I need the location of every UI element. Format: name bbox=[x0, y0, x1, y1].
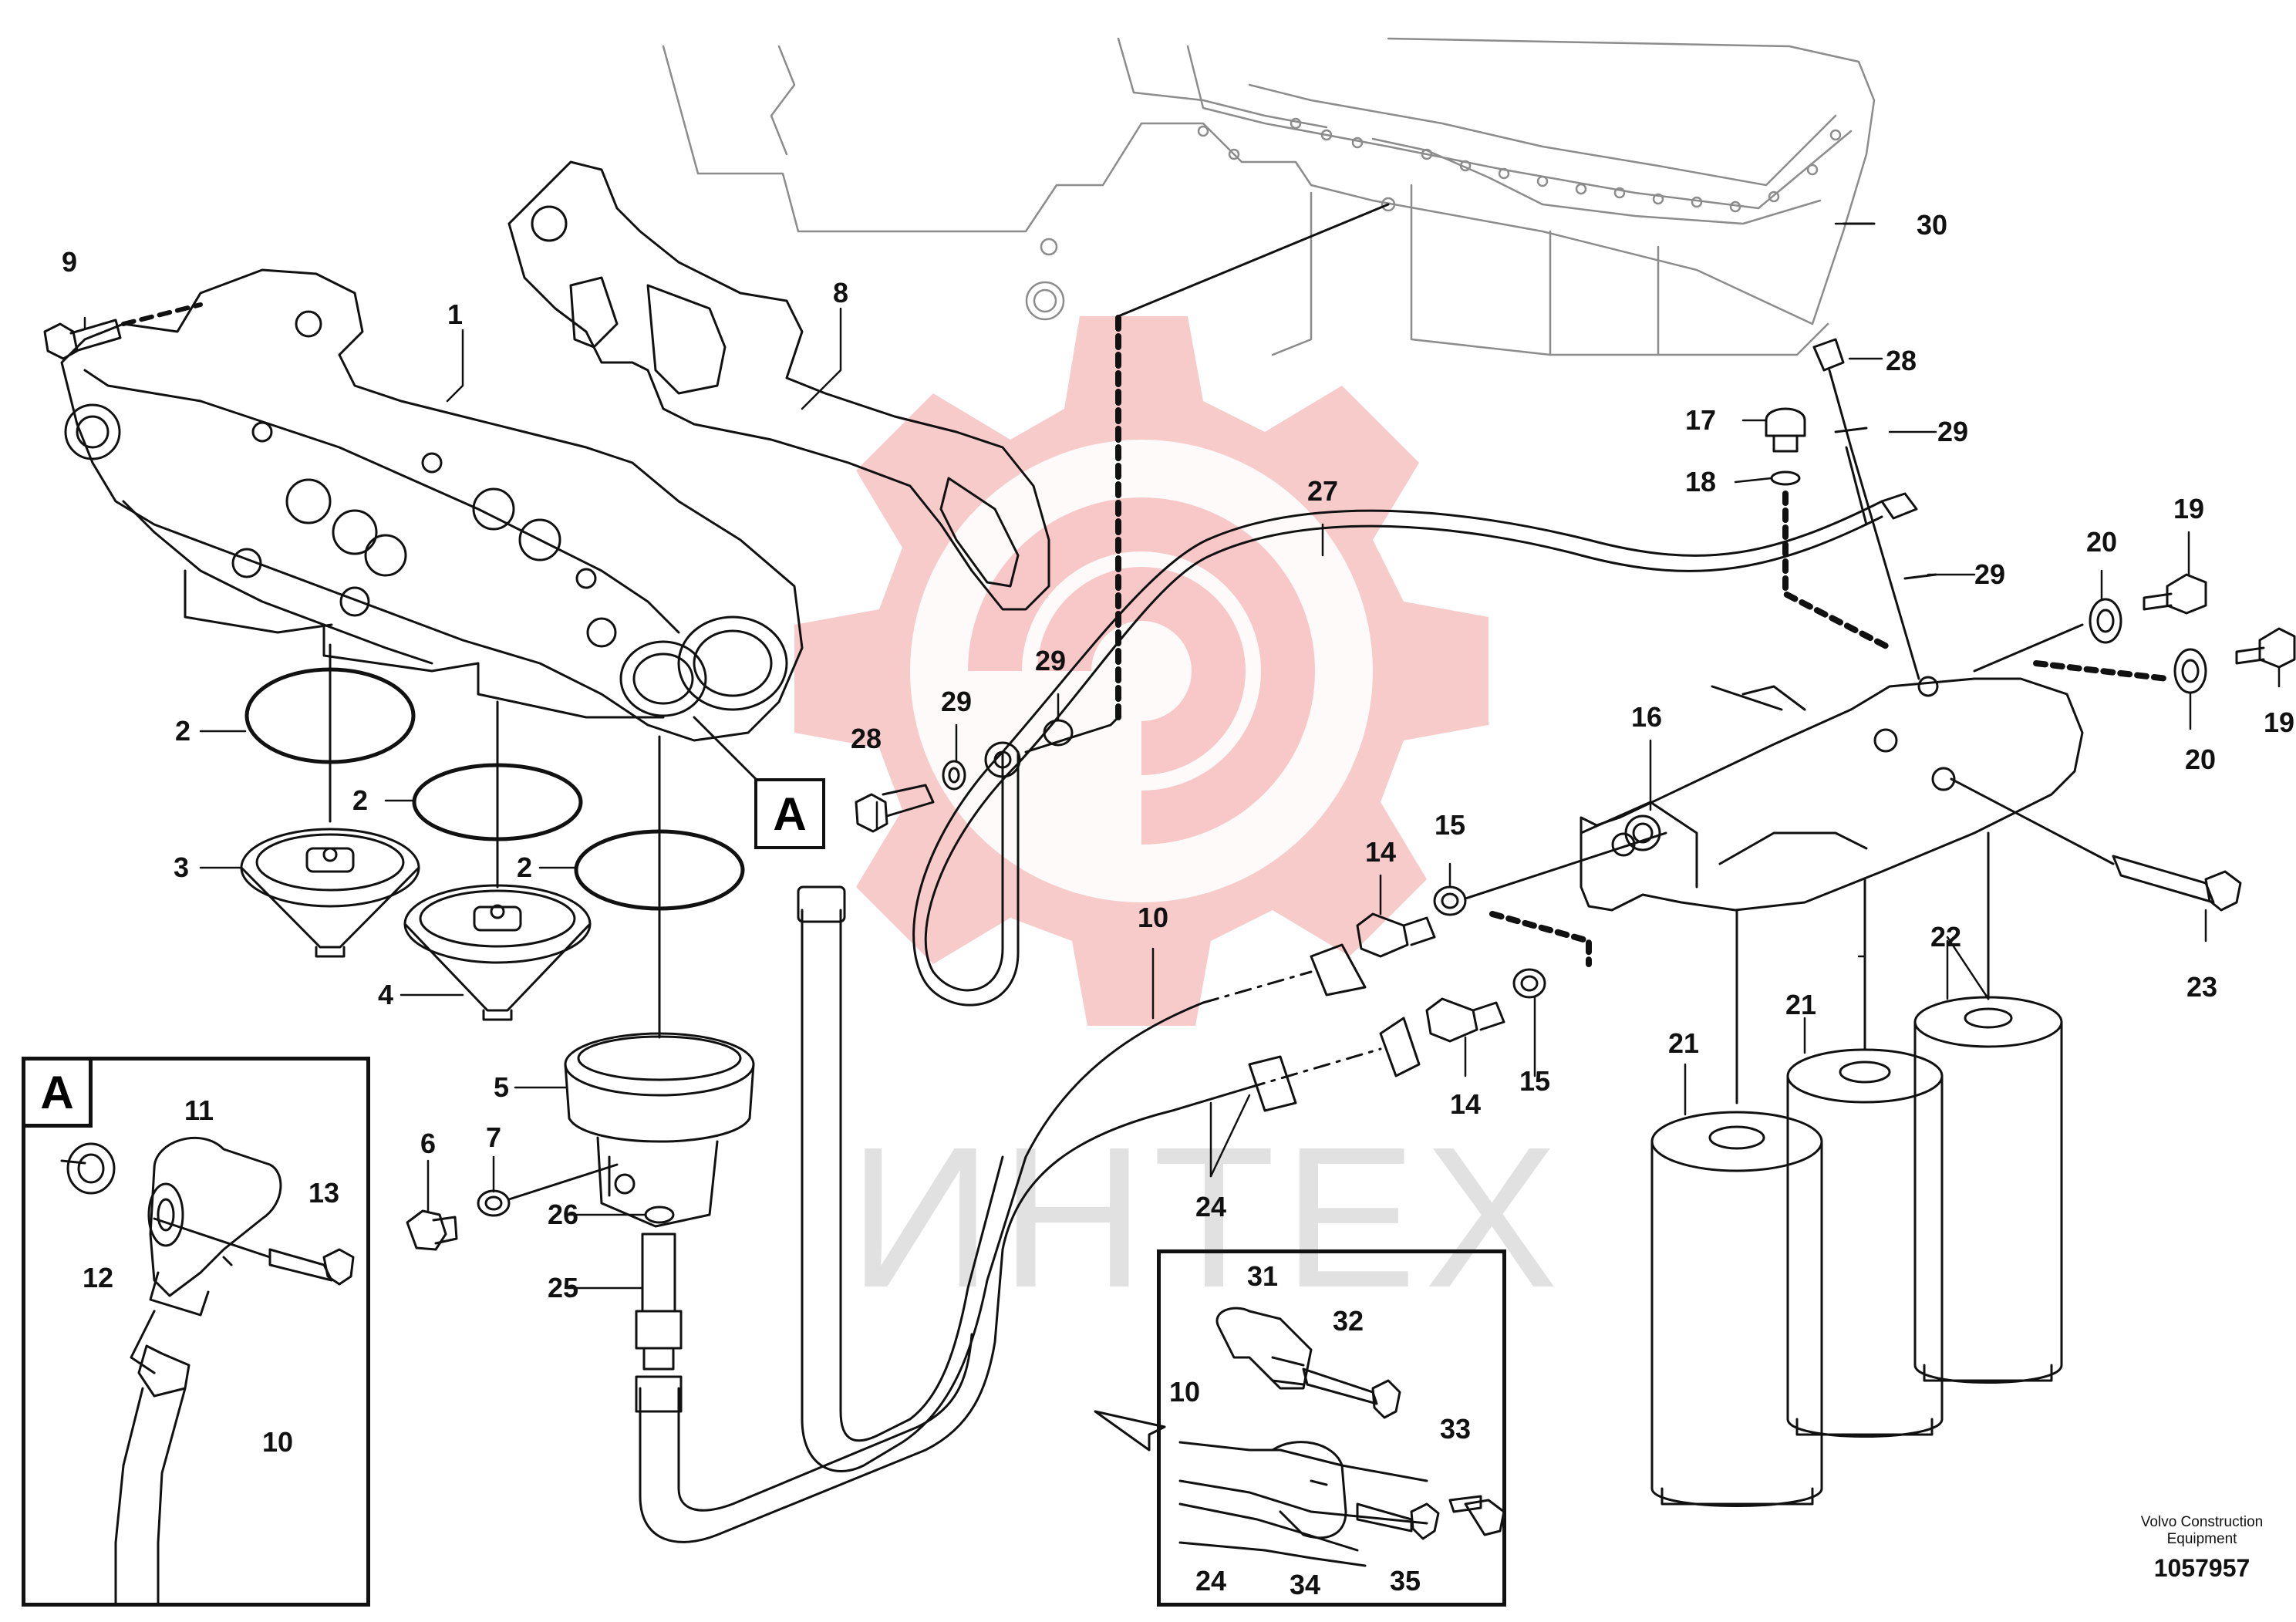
centrifuge-cone-3 bbox=[240, 828, 420, 958]
part-label: 7 bbox=[485, 1121, 502, 1153]
part-label: 2 bbox=[174, 715, 191, 747]
part-label: 2 bbox=[516, 851, 533, 883]
inset-clamp-drawing bbox=[1094, 1307, 1505, 1567]
connector-14-upper bbox=[1356, 912, 1436, 958]
part-label: 10 bbox=[1168, 1376, 1201, 1408]
part-label: 9 bbox=[61, 246, 78, 278]
part-label: 21 bbox=[1785, 989, 1817, 1020]
banjo-bolt-28 bbox=[855, 784, 935, 833]
dipstick bbox=[1812, 338, 1937, 680]
detail-inset-a bbox=[22, 1057, 370, 1607]
callout-a-marker: A bbox=[754, 778, 825, 849]
part-label: 12 bbox=[82, 1262, 114, 1293]
filter-head-16 bbox=[1580, 676, 2084, 912]
part-label: 29 bbox=[1034, 645, 1067, 676]
ring-26 bbox=[644, 1206, 675, 1224]
part-label: 22 bbox=[1930, 921, 1962, 953]
oil-pipe-24 bbox=[639, 1017, 1421, 1543]
part-label: 30 bbox=[1916, 209, 1948, 241]
connector-14-lower bbox=[1425, 997, 1505, 1043]
part-label: 29 bbox=[940, 686, 973, 717]
inset-a-drawing bbox=[60, 1136, 355, 1606]
part-label: 18 bbox=[1684, 466, 1717, 497]
washer-20-upper bbox=[2089, 598, 2122, 644]
part-label: 23 bbox=[2186, 971, 2218, 1003]
part-label: 20 bbox=[2085, 526, 2118, 558]
pipe-25 bbox=[635, 1233, 683, 1413]
part-label: 21 bbox=[1667, 1027, 1700, 1059]
engine-block bbox=[662, 37, 1876, 356]
part-label: 14 bbox=[1364, 836, 1397, 868]
part-label: 5 bbox=[493, 1071, 510, 1103]
part-label: 1 bbox=[447, 298, 464, 330]
part-label: 24 bbox=[1195, 1565, 1227, 1597]
part-label: 34 bbox=[1289, 1569, 1321, 1600]
drawing-number: 1057957 bbox=[2153, 1554, 2250, 1582]
seal-18 bbox=[1770, 470, 1801, 486]
plug-19-lower bbox=[2235, 627, 2296, 669]
company-name-line-1: Volvo Construction bbox=[2140, 1514, 2264, 1530]
plug-19-upper bbox=[2143, 573, 2207, 615]
gasket bbox=[507, 160, 1050, 611]
part-label: 11 bbox=[184, 1094, 214, 1126]
part-label: 19 bbox=[2263, 706, 2295, 738]
part-label: 32 bbox=[1332, 1305, 1364, 1337]
part-label: 3 bbox=[173, 851, 190, 883]
part-label: 14 bbox=[1449, 1088, 1482, 1120]
part-label: 8 bbox=[832, 277, 849, 309]
washer-20-lower bbox=[2173, 648, 2207, 694]
part-label: 29 bbox=[1974, 558, 2006, 590]
oil-filter-front bbox=[1650, 1111, 1823, 1507]
part-label: 26 bbox=[547, 1199, 579, 1230]
part-label: 13 bbox=[308, 1177, 340, 1209]
company-name-line-2: Equipment bbox=[2166, 1531, 2237, 1547]
company-name: Volvo Construction Equipment bbox=[2113, 1514, 2291, 1548]
detail-inset-clamp bbox=[1157, 1249, 1506, 1607]
washer-15-upper bbox=[1433, 885, 1467, 916]
oil-filter-rear bbox=[1913, 996, 2063, 1384]
part-label: 15 bbox=[1434, 809, 1466, 841]
part-label: 10 bbox=[1137, 902, 1169, 933]
part-label: 16 bbox=[1630, 701, 1663, 733]
part-label: 15 bbox=[1519, 1065, 1551, 1097]
part-label: 24 bbox=[1195, 1191, 1227, 1222]
washer-29 bbox=[942, 760, 966, 791]
leader-lines bbox=[83, 222, 2281, 1290]
part-label: 28 bbox=[1885, 345, 1917, 376]
filter-housing bbox=[60, 268, 804, 742]
pipe-27 bbox=[912, 492, 1918, 1007]
part-label: 31 bbox=[1246, 1260, 1279, 1292]
part-label: 2 bbox=[352, 784, 369, 816]
part-label: 20 bbox=[2184, 744, 2217, 775]
part-label: 25 bbox=[547, 1272, 579, 1303]
oil-pipe-10 bbox=[797, 885, 1367, 1472]
part-label: 10 bbox=[261, 1426, 294, 1458]
part-label: 28 bbox=[850, 723, 882, 754]
part-label: 29 bbox=[1937, 416, 1969, 447]
part-label: 17 bbox=[1684, 404, 1717, 436]
part-label: 19 bbox=[2173, 493, 2205, 524]
bolt-23 bbox=[1950, 777, 2242, 912]
bolt-9 bbox=[43, 302, 203, 360]
washer-7 bbox=[477, 1189, 511, 1217]
part-label: 6 bbox=[420, 1128, 437, 1159]
plug-17 bbox=[1765, 407, 1806, 453]
part-label: 35 bbox=[1389, 1565, 1421, 1597]
part-label: 27 bbox=[1306, 475, 1339, 507]
part-label: 33 bbox=[1439, 1413, 1472, 1445]
part-label: 4 bbox=[377, 979, 394, 1010]
washer-15-lower bbox=[1512, 968, 1546, 999]
plug-6 bbox=[406, 1209, 458, 1251]
oil-filter-middle bbox=[1786, 1048, 1944, 1438]
centrifuge-cone-4 bbox=[403, 884, 592, 1021]
bowl-5 bbox=[564, 1032, 755, 1228]
inset-a-label: A bbox=[22, 1057, 93, 1128]
